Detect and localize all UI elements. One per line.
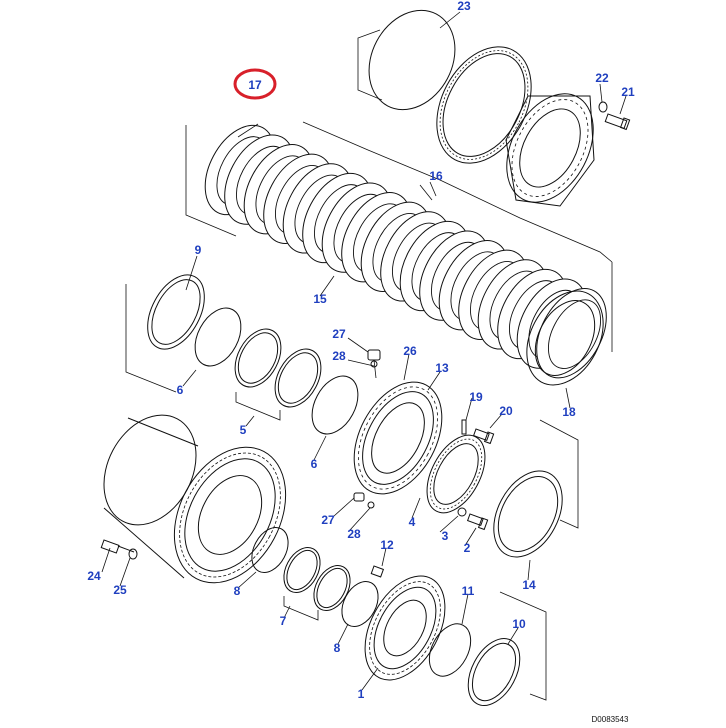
part-23-ring bbox=[368, 9, 456, 111]
part-28-washer-lower bbox=[367, 501, 375, 509]
part-5-seal-rings bbox=[234, 328, 322, 421]
callout-1: 1 bbox=[358, 687, 365, 701]
callout-9: 9 bbox=[195, 243, 202, 257]
part-25-washer bbox=[128, 548, 138, 560]
callout-26: 26 bbox=[403, 344, 417, 358]
main-hub-carrier bbox=[103, 414, 287, 584]
callout-23: 23 bbox=[457, 0, 471, 13]
callout-15: 15 bbox=[313, 292, 327, 306]
callout-21: 21 bbox=[621, 85, 635, 99]
callout-22: 22 bbox=[595, 71, 609, 85]
part-19-pin bbox=[461, 419, 467, 435]
callout-24: 24 bbox=[87, 569, 101, 583]
callout-4: 4 bbox=[409, 515, 416, 529]
flange-housing bbox=[505, 93, 595, 207]
part-22-washer bbox=[598, 101, 608, 113]
callout-18: 18 bbox=[562, 405, 576, 419]
part-14-plate bbox=[493, 470, 563, 558]
part-3-washer bbox=[457, 507, 467, 517]
part-1-carrier bbox=[364, 575, 446, 681]
callout-6-lower: 6 bbox=[311, 457, 318, 471]
part-6-ring-lower bbox=[311, 375, 359, 435]
callout-28-upper: 28 bbox=[332, 349, 346, 363]
callout-27-upper: 27 bbox=[332, 327, 346, 341]
part-27-bolt-upper bbox=[367, 349, 381, 361]
part-24-bolt bbox=[100, 539, 135, 554]
part-27-bolt-lower bbox=[353, 492, 365, 502]
callout-2: 2 bbox=[464, 541, 471, 555]
part-12-bolt bbox=[370, 565, 385, 578]
callout-25: 25 bbox=[113, 583, 127, 597]
callout-13: 13 bbox=[435, 361, 449, 375]
part-21-bolt bbox=[604, 113, 631, 131]
callout-6-upper: 6 bbox=[177, 383, 184, 397]
part-9-snap-ring bbox=[147, 274, 205, 350]
callout-16: 16 bbox=[429, 169, 443, 183]
callout-14: 14 bbox=[522, 578, 536, 592]
callout-8-upper: 8 bbox=[234, 584, 241, 598]
part-10-snap-ring bbox=[467, 638, 521, 706]
callout-19: 19 bbox=[469, 390, 483, 404]
part-6-ring-upper bbox=[194, 307, 242, 367]
callout-12: 12 bbox=[380, 538, 394, 552]
part-7-seal-rings bbox=[283, 547, 351, 621]
leader-lines bbox=[101, 11, 627, 691]
part-4-needle-bearing bbox=[426, 434, 486, 514]
clutch-disc-pack bbox=[204, 124, 607, 379]
callout-7: 7 bbox=[280, 614, 287, 628]
part-20-bolt bbox=[472, 428, 495, 445]
callout-20: 20 bbox=[499, 404, 513, 418]
part-18-ring bbox=[526, 290, 604, 386]
highlight-circle bbox=[233, 68, 277, 100]
callout-27-lower: 27 bbox=[321, 513, 335, 527]
toothed-housing-ring bbox=[436, 46, 532, 164]
callout-10: 10 bbox=[512, 617, 526, 631]
callout-28-lower: 28 bbox=[347, 527, 361, 541]
part-2-bolt bbox=[466, 513, 489, 531]
part-8-ring-upper bbox=[251, 527, 289, 573]
drawing-code: D0083543 bbox=[592, 715, 629, 724]
part-13-piston-housing bbox=[353, 381, 443, 495]
callout-5: 5 bbox=[240, 423, 247, 437]
callout-17: 17 bbox=[248, 78, 262, 92]
callout-labels: 23 22 21 17 16 15 9 6 5 6 27 28 26 13 19… bbox=[87, 0, 635, 701]
callout-3: 3 bbox=[442, 529, 449, 543]
part-11-ring bbox=[428, 623, 472, 677]
callout-8-lower: 8 bbox=[334, 641, 341, 655]
part-28-washer-upper bbox=[370, 360, 378, 368]
callout-11: 11 bbox=[462, 584, 475, 598]
